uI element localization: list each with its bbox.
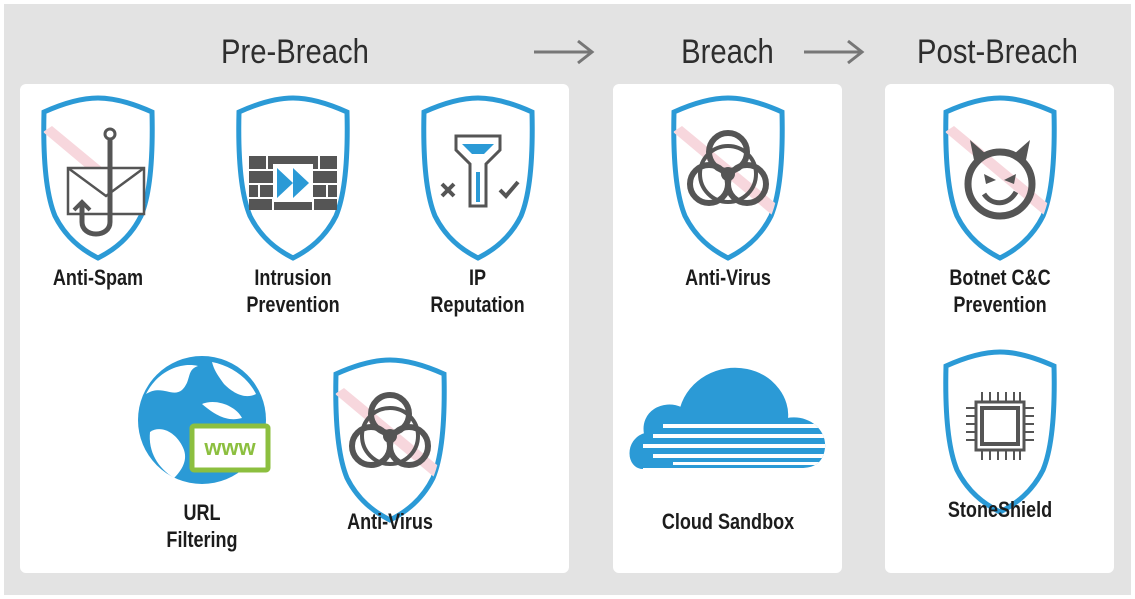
intrusion-label-1: Intrusion	[254, 265, 332, 290]
biohazard-icon	[663, 92, 793, 262]
botnet-label-2: Prevention	[953, 292, 1047, 317]
anti-virus-label: Anti-Virus	[685, 265, 771, 290]
arrow-right-icon	[804, 39, 865, 65]
intrusion-label-2: Prevention	[246, 292, 340, 317]
fishhook-envelope-icon	[38, 92, 158, 262]
devil-face-icon	[925, 92, 1075, 262]
url-label-2: Filtering	[166, 527, 238, 552]
feature-anti-spam: Anti-Spam	[38, 92, 158, 322]
biohazard-icon	[325, 354, 455, 524]
filter-funnel-icon	[410, 92, 545, 262]
feature-botnet-prevention: Botnet C&C Prevention	[925, 92, 1075, 332]
post-breach-panel: Botnet C&C Prevention StoneShield	[885, 84, 1114, 573]
feature-anti-virus-breach: Anti-Virus	[663, 92, 793, 322]
phase-title-post-breach: Post-Breach	[917, 33, 1078, 71]
feature-anti-virus-pre: Anti-Virus	[325, 354, 455, 569]
arrow-right-icon	[534, 39, 595, 65]
feature-ip-reputation: IP Reputation	[410, 92, 545, 322]
stoneshield-label: StoneShield	[947, 497, 1053, 522]
ip-label-2: Reputation	[430, 292, 525, 317]
botnet-label-1: Botnet C&C	[949, 265, 1051, 290]
ip-label-1: IP	[468, 265, 487, 290]
firewall-icon	[223, 92, 363, 262]
cloud-icon	[629, 367, 826, 469]
pre-breach-panel: Anti-Spam Intrusion Preven	[20, 84, 569, 573]
feature-cloud-sandbox: Cloud Sandbox	[623, 356, 833, 556]
www-badge: www	[203, 435, 256, 460]
anti-spam-label: Anti-Spam	[52, 265, 144, 290]
breach-panel: Anti-Virus Cloud Sandbox	[613, 84, 842, 573]
url-label-1: URL	[183, 500, 221, 525]
phase-title-breach: Breach	[681, 33, 774, 71]
chip-icon	[930, 346, 1070, 516]
cloud-sandbox-label: Cloud Sandbox	[661, 509, 795, 534]
anti-virus-label: Anti-Virus	[347, 509, 433, 534]
feature-stoneshield: StoneShield	[930, 346, 1070, 546]
globe-icon: www	[138, 356, 271, 484]
phase-title-pre-breach: Pre-Breach	[221, 33, 369, 71]
feature-url-filtering: www URL Filtering	[132, 354, 272, 569]
feature-intrusion-prevention: Intrusion Prevention	[223, 92, 363, 322]
